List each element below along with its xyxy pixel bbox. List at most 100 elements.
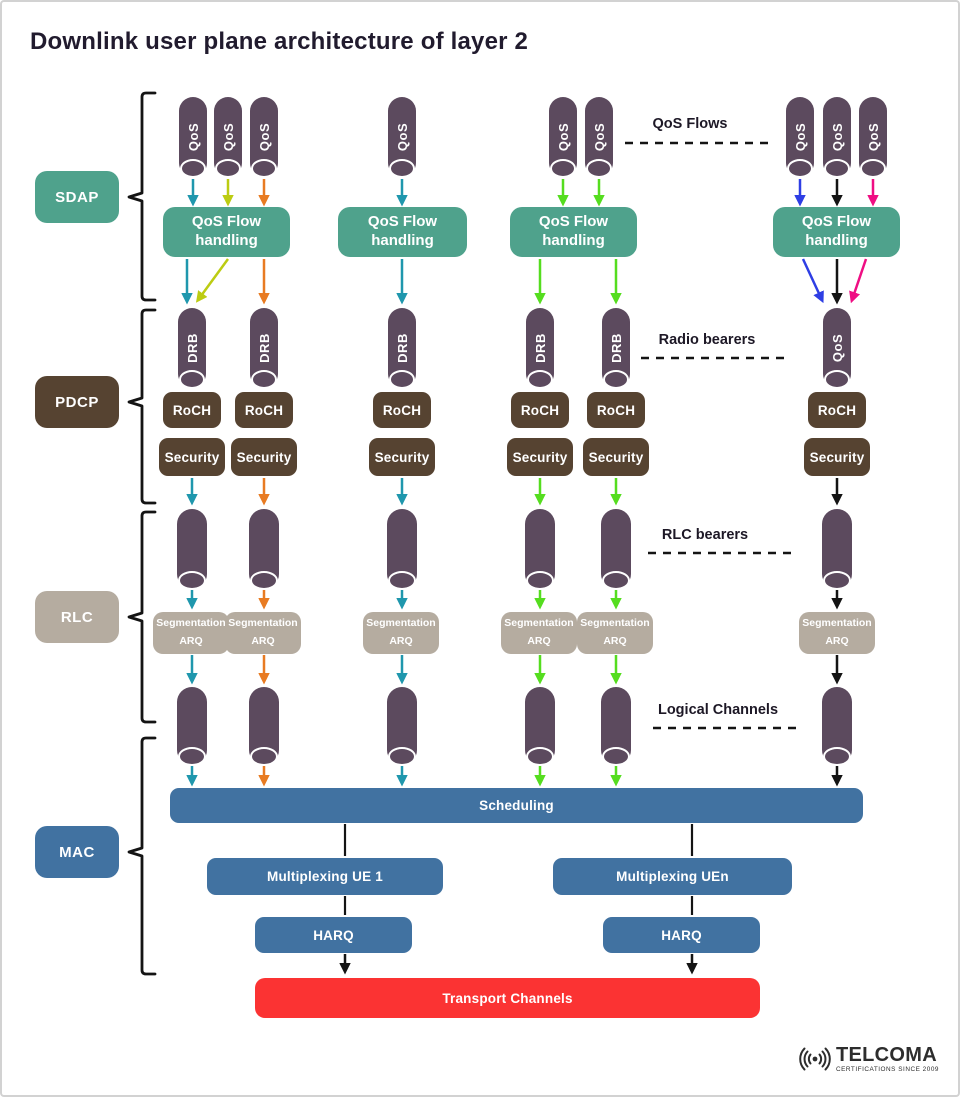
roch-box: RoCH — [587, 392, 645, 428]
qos-bearer-cylinder: QoS — [823, 308, 851, 389]
logical-channel-cylinder — [177, 687, 207, 766]
drb-cylinder: DRB — [250, 308, 278, 389]
qos-flow-cylinder: QoS — [214, 97, 242, 178]
cylinder-cap — [824, 370, 850, 389]
segmentation-label: Segmentation — [228, 617, 298, 630]
arq-label: ARQ — [389, 635, 413, 647]
cylinder-cap — [823, 571, 851, 590]
segmentation-label: Segmentation — [580, 617, 650, 630]
segmentation-label: Segmentation — [156, 617, 226, 630]
radio-waves-icon — [799, 1047, 831, 1071]
cylinder-cap — [586, 159, 612, 178]
roch-label: RoCH — [382, 402, 422, 418]
logical-channel-cylinder — [822, 687, 852, 766]
security-label: Security — [809, 449, 865, 465]
cylinder-cap — [824, 159, 850, 178]
layer-label-rlc: RLC — [35, 591, 119, 643]
cylinder-cap — [179, 370, 205, 389]
qos-flow-cylinder: QoS — [585, 97, 613, 178]
logical-channel-cylinder — [249, 687, 279, 766]
qos-cylinder-label: QoS — [829, 333, 845, 363]
qos-cylinder-label: QoS — [865, 122, 881, 152]
cylinder-cap — [388, 571, 416, 590]
sdap-bracket — [127, 91, 157, 302]
drb-cylinder-label: DRB — [184, 333, 200, 363]
drb-cylinder-label: DRB — [394, 333, 410, 363]
harq-box: HARQ — [255, 917, 412, 953]
cylinder-cap — [823, 747, 851, 766]
mac-bracket — [127, 736, 157, 976]
qos-flow-cylinder: QoS — [179, 97, 207, 178]
security-box: Security — [159, 438, 225, 476]
mac-label-text: MAC — [59, 843, 95, 861]
qos-cylinder-label: QoS — [256, 122, 272, 152]
qos-flows-annotation: QoS Flows — [652, 116, 728, 132]
security-box: Security — [804, 438, 870, 476]
cylinder-cap — [602, 747, 630, 766]
rlc-bearer-cylinder — [525, 509, 555, 590]
roch-label: RoCH — [520, 402, 560, 418]
qos-flow-cylinder: QoS — [250, 97, 278, 178]
multiplexing-ue1-label: Multiplexing UE 1 — [267, 869, 383, 884]
drb-cylinder: DRB — [388, 308, 416, 389]
logical-channel-cylinder — [525, 687, 555, 766]
telcoma-logo: TELCOMA CERTIFICATIONS SINCE 2009 — [797, 1044, 939, 1074]
handling-line2: handling — [195, 232, 258, 249]
roch-label: RoCH — [596, 402, 636, 418]
arq-label: ARQ — [179, 635, 203, 647]
handling-line1: QoS Flow — [367, 213, 438, 231]
qos-flow-cylinder: QoS — [823, 97, 851, 178]
logical-channel-cylinder — [387, 687, 417, 766]
roch-box: RoCH — [163, 392, 221, 428]
logo-text: TELCOMA CERTIFICATIONS SINCE 2009 — [836, 1045, 939, 1073]
handling-line2: handling — [805, 232, 868, 249]
segmentation-label: Segmentation — [504, 617, 574, 630]
rlc-bearer-cylinder — [822, 509, 852, 590]
scheduling-label: Scheduling — [479, 798, 554, 813]
cylinder-cap — [251, 370, 277, 389]
cylinder-cap — [180, 159, 206, 178]
roch-box: RoCH — [808, 392, 866, 428]
qos-flow-cylinder: QoS — [786, 97, 814, 178]
radio-bearers-annotation: Radio bearers — [658, 332, 756, 348]
rlc-bearer-cylinder — [177, 509, 207, 590]
cylinder-cap — [178, 747, 206, 766]
cylinder-cap — [250, 747, 278, 766]
security-box: Security — [369, 438, 435, 476]
roch-label: RoCH — [172, 402, 212, 418]
qos-flow-cylinder: QoS — [859, 97, 887, 178]
multiplexing-uen-label: Multiplexing UEn — [616, 869, 729, 884]
rlc-bracket — [127, 510, 157, 724]
cylinder-cap — [860, 159, 886, 178]
drb-cylinder: DRB — [602, 308, 630, 389]
cylinder-cap — [389, 159, 415, 178]
cylinder-cap — [215, 159, 241, 178]
pdcp-label-text: PDCP — [55, 393, 99, 411]
roch-box: RoCH — [235, 392, 293, 428]
rlc-bearers-annotation: RLC bearers — [661, 527, 749, 543]
cylinder-cap — [251, 159, 277, 178]
arq-label: ARQ — [825, 635, 849, 647]
security-box: Security — [583, 438, 649, 476]
cylinder-cap — [527, 370, 553, 389]
layer-label-sdap: SDAP — [35, 171, 119, 223]
arq-label: ARQ — [603, 635, 627, 647]
multiplexing-ue1-box: Multiplexing UE 1 — [207, 858, 443, 895]
cylinder-cap — [526, 747, 554, 766]
drb-cylinder-label: DRB — [532, 333, 548, 363]
handling-line1: QoS Flow — [801, 213, 872, 231]
harq-label: HARQ — [661, 927, 702, 943]
harq-box: HARQ — [603, 917, 760, 953]
scheduling-box: Scheduling — [170, 788, 863, 823]
roch-label: RoCH — [817, 402, 857, 418]
